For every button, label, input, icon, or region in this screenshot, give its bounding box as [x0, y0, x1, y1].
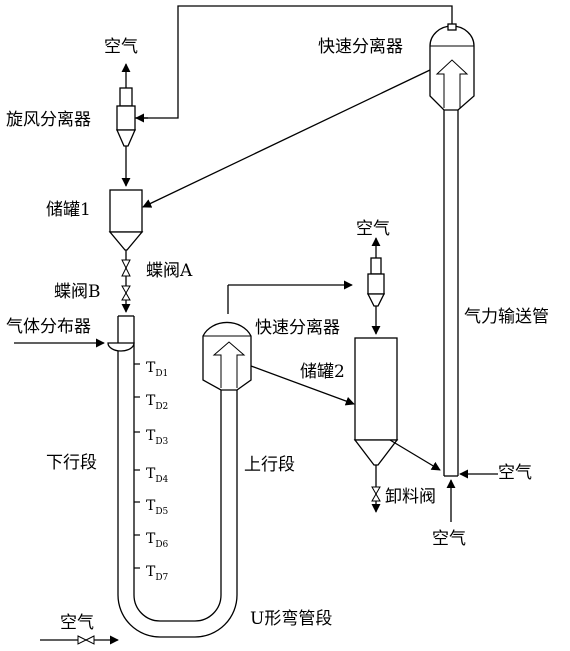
u-shaped-pipe	[117, 315, 238, 638]
gas-distributor-label: 气体分布器	[6, 317, 91, 337]
butterfly-valve-a-icon	[121, 259, 131, 277]
cyclone-label: 旋风分离器	[6, 110, 91, 130]
gas-return-line	[148, 5, 453, 119]
storage-tank-2	[353, 337, 399, 513]
mid-cyclone	[366, 237, 386, 335]
air-bottom-right-label: 空气	[432, 529, 466, 549]
solids-return-line	[142, 69, 431, 208]
bottom-air-inlet	[40, 635, 119, 645]
pneumatic-pipe-label: 气力输送管	[464, 307, 549, 327]
u-bend-label: U形弯管段	[250, 609, 332, 629]
sensor-label: TD6	[146, 531, 169, 550]
air-mid-label: 空气	[356, 219, 390, 239]
air-bottom-left-label: 空气	[60, 613, 94, 633]
sensor-label: TD1	[146, 360, 168, 379]
butterfly-valve-b-label: 蝶阀B	[54, 282, 101, 302]
pneumatic-conveying-pipe	[443, 90, 459, 477]
gas-distributor	[107, 342, 135, 352]
sensor-label: TD7	[146, 564, 169, 583]
air-top-left-label: 空气	[104, 37, 138, 57]
discharge-valve-label: 卸料阀	[385, 487, 436, 507]
fast-separator-middle-label: 快速分离器	[255, 318, 340, 338]
butterfly-valve-a-label: 蝶阀A	[146, 261, 193, 281]
air-right-label: 空气	[498, 463, 532, 483]
tank1-label: 储罐1	[46, 200, 91, 220]
sensor-label: TD4	[146, 466, 169, 485]
fast-separator-right-label: 快速分离器	[318, 37, 403, 57]
sensor-label: TD5	[146, 498, 169, 517]
riser-label: 上行段	[244, 455, 295, 475]
temperature-sensors	[134, 363, 140, 569]
sensor-label: TD3	[146, 428, 169, 447]
downer-label: 下行段	[46, 453, 97, 473]
fast-separator-right	[429, 23, 475, 111]
fast-separator-middle	[202, 285, 252, 391]
storage-tank-1	[108, 189, 144, 251]
tank2-label: 储罐2	[300, 362, 345, 382]
butterfly-valve-b-icon	[121, 285, 131, 301]
cyclone-separator	[116, 63, 148, 187]
sensor-label: TD2	[146, 393, 168, 412]
